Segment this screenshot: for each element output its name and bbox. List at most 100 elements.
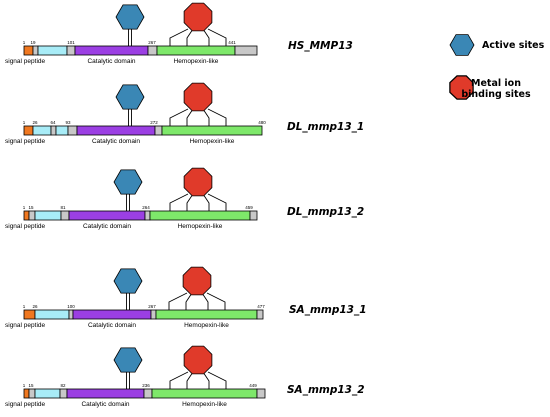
metal-ion-legend-icon bbox=[449, 75, 474, 100]
propeptide-segment bbox=[34, 388, 61, 399]
signal-peptide-label: signal peptide bbox=[5, 58, 45, 65]
metal-site-stem bbox=[202, 371, 210, 389]
position-number: 15 bbox=[28, 205, 34, 210]
metal-site-stem bbox=[202, 28, 210, 46]
position-number: 81 bbox=[60, 205, 66, 210]
metal-site-stem bbox=[201, 292, 209, 310]
hemopexin-label: Hemopexin-like bbox=[190, 138, 235, 145]
position-number: 267 bbox=[148, 40, 156, 45]
metal-site-stem bbox=[168, 292, 188, 310]
linker-segment bbox=[249, 210, 258, 221]
position-number: 64 bbox=[50, 120, 56, 125]
propeptide-segment bbox=[37, 45, 68, 56]
signal-peptide-label: signal peptide bbox=[5, 322, 45, 329]
position-number: 1 bbox=[23, 40, 26, 45]
linker-segment bbox=[234, 45, 258, 56]
propeptide-segment bbox=[34, 309, 70, 320]
hemopexin-label: Hemopexin-like bbox=[178, 223, 223, 230]
metal-site-stem bbox=[169, 371, 189, 389]
catalytic-domain-label: Catalytic domain bbox=[87, 58, 135, 65]
legend-metal-ion-label-line1: Metal ion bbox=[471, 78, 521, 89]
position-number: 480 bbox=[258, 120, 266, 125]
position-number: 459 bbox=[245, 205, 253, 210]
linker-segment bbox=[32, 45, 39, 56]
active-site-legend-icon bbox=[449, 34, 475, 56]
hemopexin-segment bbox=[155, 309, 258, 320]
hemopexin-segment bbox=[149, 210, 251, 221]
legend: Active sites Metal ion binding sites bbox=[449, 34, 545, 100]
signal-peptide-segment bbox=[23, 309, 36, 320]
position-number: 1 bbox=[23, 120, 26, 125]
metal-site-stem bbox=[207, 193, 227, 211]
linker-segment bbox=[60, 210, 70, 221]
signal-peptide-label: signal peptide bbox=[5, 401, 45, 408]
metal-site-stem bbox=[206, 292, 226, 310]
position-number: 1 bbox=[23, 205, 26, 210]
linker-segment bbox=[67, 125, 78, 136]
hemopexin-label: Hemopexin-like bbox=[174, 58, 219, 65]
metal-site-stem bbox=[186, 371, 194, 389]
metal-ion-octagon bbox=[182, 266, 212, 296]
legend-metal-ion-label-line2: binding sites bbox=[461, 89, 531, 100]
catalytic-domain-label: Catalytic domain bbox=[92, 138, 140, 145]
catalytic-segment bbox=[66, 388, 145, 399]
position-number: 19 bbox=[30, 40, 36, 45]
linker-segment bbox=[28, 210, 36, 221]
active-site-hexagon bbox=[113, 347, 143, 373]
linker-segment bbox=[150, 309, 157, 320]
linker-segment bbox=[50, 125, 57, 136]
signal-peptide-segment bbox=[23, 125, 34, 136]
catalytic-segment bbox=[76, 125, 156, 136]
position-number: 100 bbox=[67, 304, 75, 309]
position-number: 101 bbox=[67, 40, 75, 45]
metal-site-stem bbox=[186, 108, 194, 126]
propeptide-segment bbox=[32, 125, 52, 136]
linker-segment bbox=[256, 388, 266, 399]
metal-site-stem bbox=[202, 193, 210, 211]
active-site-hexagon bbox=[113, 169, 143, 195]
hemopexin-label: Hemopexin-like bbox=[184, 322, 229, 329]
metal-site-stem bbox=[169, 193, 189, 211]
metal-site-stem bbox=[169, 108, 189, 126]
metal-site-stem bbox=[186, 193, 194, 211]
metal-ion-octagon bbox=[183, 2, 213, 32]
metal-ion-octagon bbox=[183, 82, 213, 112]
hemopexin-segment bbox=[151, 388, 258, 399]
linker-segment bbox=[144, 210, 151, 221]
position-number: 477 bbox=[257, 304, 265, 309]
linker-segment bbox=[66, 45, 76, 56]
position-number: 1 bbox=[23, 304, 26, 309]
metal-site-stem bbox=[169, 28, 189, 46]
metal-site-stem bbox=[207, 28, 227, 46]
propeptide-segment bbox=[55, 125, 69, 136]
position-number: 26 bbox=[32, 120, 38, 125]
position-number: 441 bbox=[228, 40, 236, 45]
signal-peptide-segment bbox=[23, 210, 30, 221]
signal-peptide-segment bbox=[23, 388, 30, 399]
hemopexin-label: Hemopexin-like bbox=[182, 401, 227, 408]
metal-ion-octagon bbox=[183, 345, 213, 375]
protein-row: 1 19 101 267 441 signal peptide Catalytic doma… bbox=[5, 2, 353, 65]
hemopexin-segment bbox=[156, 45, 236, 56]
signal-peptide-label: signal peptide bbox=[5, 223, 45, 230]
position-number: 15 bbox=[28, 383, 34, 388]
catalytic-domain-label: Catalytic domain bbox=[81, 401, 129, 408]
linker-segment bbox=[147, 45, 158, 56]
protein-name: SA_mmp13_2 bbox=[287, 384, 365, 396]
active-site-hexagon bbox=[115, 4, 145, 30]
protein-name: HS_MMP13 bbox=[288, 40, 353, 52]
position-number: 1 bbox=[23, 383, 26, 388]
catalytic-segment bbox=[72, 309, 152, 320]
metal-site-stem bbox=[207, 371, 227, 389]
linker-segment bbox=[256, 309, 264, 320]
position-number: 272 bbox=[150, 120, 158, 125]
metal-site-stem bbox=[202, 108, 210, 126]
position-number: 82 bbox=[60, 383, 66, 388]
position-number: 449 bbox=[249, 383, 257, 388]
linker-segment bbox=[28, 388, 36, 399]
active-site-hexagon bbox=[113, 268, 143, 294]
signal-peptide-segment bbox=[23, 45, 34, 56]
